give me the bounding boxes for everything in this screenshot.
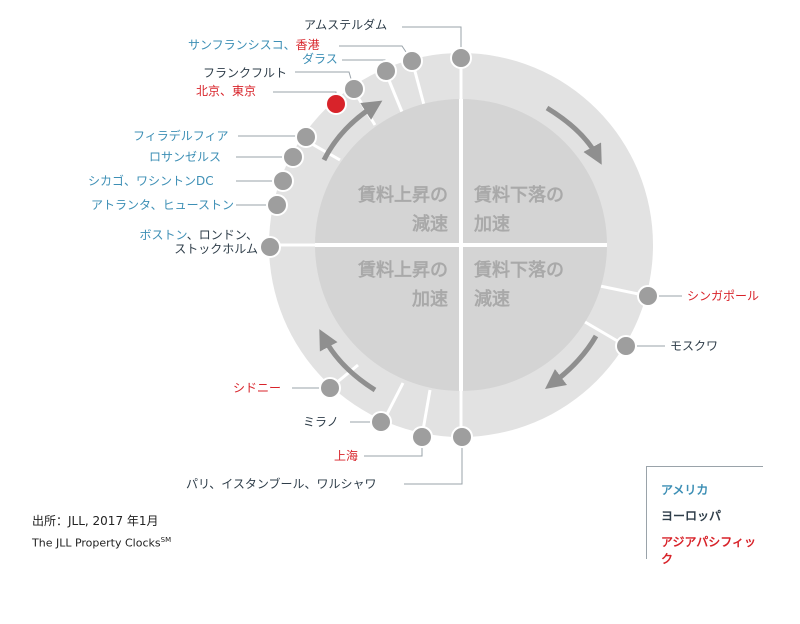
city-dot (401, 50, 423, 72)
arrow-bottom-right (545, 334, 599, 390)
quadrant-tl-line1: 賃料上昇の (357, 184, 448, 206)
city-dot (295, 126, 317, 148)
city-dot (272, 170, 294, 192)
city-dot (450, 47, 472, 69)
label-sf-hongkong: サンフランシスコ、香港 (188, 38, 320, 52)
label-singapore: シンガポール (687, 289, 760, 303)
city-dot-highlight (325, 93, 347, 115)
label-shanghai: 上海 (334, 449, 359, 463)
label-philadelphia: フィラデルフィア (133, 129, 229, 143)
quadrant-tr-line1: 賃料下落の (473, 184, 564, 206)
city-dot (282, 146, 304, 168)
arrow-top-right (545, 105, 602, 165)
label-chicago-dc: シカゴ、ワシントンDC (88, 174, 214, 188)
label-atlanta-houston: アトランタ、ヒューストン (91, 198, 235, 212)
city-dot (637, 285, 659, 307)
city-dot (451, 426, 473, 448)
brand-note: The JLL Property ClocksSM (32, 536, 172, 550)
city-dot (319, 377, 341, 399)
quadrant-br-line2: 減速 (474, 288, 510, 310)
city-dot (411, 426, 433, 448)
city-dot (343, 78, 365, 100)
region-legend: アメリカ ヨーロッパ アジアパシフィック (646, 466, 763, 566)
city-dot (615, 335, 637, 357)
quadrant-br-line1: 賃料下落の (473, 259, 564, 281)
legend-americas: アメリカ (661, 483, 709, 497)
label-amsterdam: アムステルダム (304, 18, 388, 32)
arrow-bottom-left (319, 329, 377, 393)
quadrant-tr-line2: 加速 (473, 213, 510, 235)
quadrant-bl-line2: 加速 (411, 288, 448, 310)
quadrant-tl-line2: 減速 (412, 213, 448, 235)
label-moscow: モスクワ (670, 339, 719, 353)
label-dallas: ダラス (302, 52, 338, 66)
city-dot (259, 236, 281, 258)
label-paris-istanbul-warsaw: パリ、イスタンブール、ワルシャワ (186, 477, 377, 491)
city-dot (266, 194, 288, 216)
legend-asia-pacific: アジアパシフィック (661, 535, 757, 566)
city-dots (259, 47, 659, 448)
label-boston-london-stockholm: ボストン、ロンドン、 ストックホルム (139, 228, 258, 256)
city-dot (370, 411, 392, 433)
label-sydney: シドニー (233, 381, 282, 395)
source-note: 出所：JLL, 2017 年1月 (32, 514, 159, 528)
quadrant-bl-line1: 賃料上昇の (357, 259, 448, 281)
arrow-top-left (321, 100, 383, 162)
label-frankfurt: フランクフルト (203, 66, 288, 80)
label-milan: ミラノ (303, 415, 339, 429)
city-dot (375, 60, 397, 82)
legend-europe: ヨーロッパ (661, 509, 722, 523)
cycle-arrows (319, 100, 602, 393)
label-beijing-tokyo: 北京、東京 (196, 84, 257, 98)
label-los-angeles: ロサンゼルス (149, 150, 222, 164)
